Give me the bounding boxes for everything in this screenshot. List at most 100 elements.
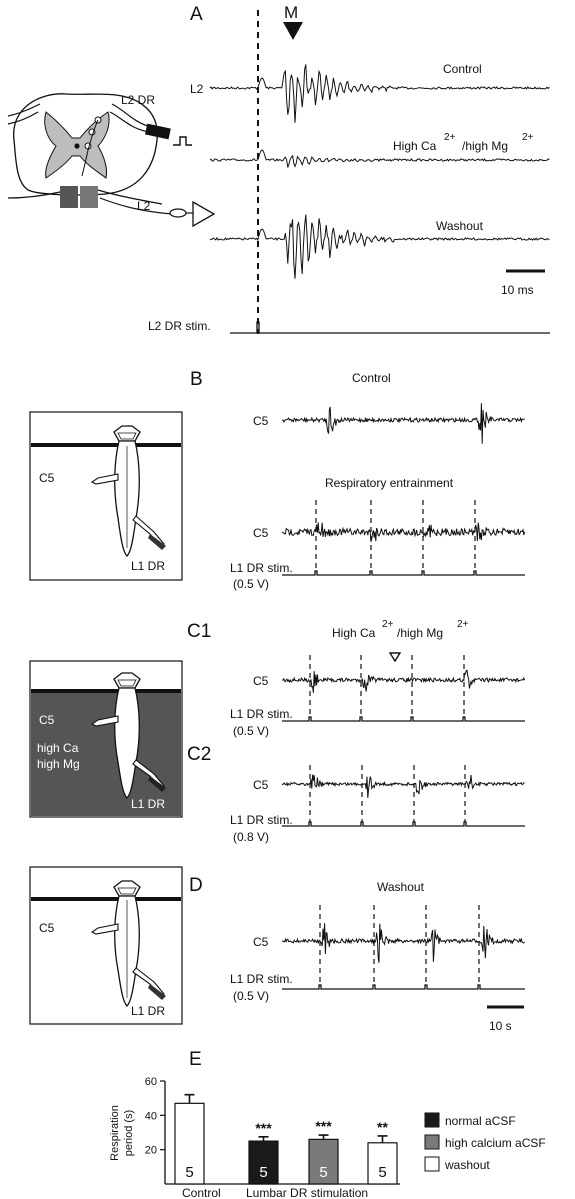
cord-diagram-b: [29, 411, 183, 581]
respiration-period-bar-chart: Respiration period (s) 20 40 60 5 5 *** 5 *** 5…: [109, 1076, 546, 1199]
l2-channel-label: L2: [190, 82, 204, 96]
x-label-control: Control: [182, 1186, 221, 1199]
c1-missed-burst-triangle-icon: [388, 652, 402, 663]
error-bar: [184, 1093, 195, 1104]
b-control-channel-label: C5: [253, 414, 269, 428]
d-stim-dashed-markers: [319, 905, 480, 985]
cord-c-c5-label: C5: [39, 713, 55, 727]
c2-stim-voltage: (0.8 V): [233, 830, 269, 844]
b-stim-voltage: (0.5 V): [233, 577, 269, 591]
c1-channel-label: C5: [253, 674, 269, 688]
significance-marker: ***: [255, 1120, 272, 1136]
c5-c1-trace: [281, 669, 526, 693]
scale-bar-10s-label: 10 s: [489, 1019, 512, 1033]
error-bar: [318, 1134, 329, 1140]
scale-bar-10ms-label: 10 ms: [501, 283, 534, 297]
svg-text:2+: 2+: [444, 132, 456, 143]
l2-root-drawing-label: L2: [137, 199, 151, 213]
cord-b-c5-label: C5: [39, 471, 55, 485]
c1-title: High Ca 2+ /high Mg 2+: [332, 619, 469, 640]
panel-label-c1: C1: [187, 621, 211, 642]
bar-n-label: 5: [259, 1164, 267, 1181]
c1-stim-dashed-markers: [309, 655, 465, 717]
svg-text:/high Mg: /high Mg: [462, 139, 508, 153]
bar-n-label: 5: [378, 1164, 386, 1181]
bar: [367, 1142, 398, 1185]
panel-label-e: E: [189, 1049, 202, 1070]
l2-control-trace: [209, 64, 550, 123]
cord-diagram-d: [29, 866, 183, 1025]
recording-amplifier-icon: [169, 200, 216, 228]
legend-swatch: [424, 1134, 440, 1150]
legend-label: normal aCSF: [445, 1114, 516, 1128]
l2-high-ca-trace: [209, 149, 550, 168]
trace-label-control: Control: [443, 62, 482, 76]
b-entrainment-title: Respiratory entrainment: [325, 476, 454, 490]
panel-label-d: D: [189, 875, 203, 896]
c1-stim-line: [282, 716, 525, 722]
cord-diagram-c-high-ca: [29, 660, 183, 818]
bar-n-label: 5: [185, 1164, 193, 1181]
d-stim-line: [282, 984, 525, 990]
bar: [174, 1102, 205, 1185]
cord-c-l1-label: L1 DR: [131, 797, 165, 811]
b-stim-label: L1 DR stim.: [230, 561, 293, 575]
error-bar: [258, 1135, 269, 1142]
c5-washout-trace: [281, 923, 525, 963]
y-tick-label: 20: [145, 1145, 157, 1157]
c2-stim-line: [282, 821, 525, 827]
y-tick-label: 40: [145, 1110, 157, 1122]
c5-entrainment-trace: [281, 522, 526, 542]
marker-m-label: M: [284, 3, 298, 22]
b-entrain-channel-label: C5: [253, 526, 269, 540]
c2-channel-label: C5: [253, 778, 269, 792]
significance-marker: ***: [315, 1118, 332, 1134]
c1-stim-label: L1 DR stim.: [230, 707, 293, 721]
x-label-group: Lumbar DR stimulation: [246, 1186, 368, 1199]
svg-text:2+: 2+: [382, 619, 394, 630]
chart-legend: normal aCSF high calcium aCSF washout: [424, 1112, 546, 1172]
svg-text:/high Mg: /high Mg: [397, 626, 443, 640]
svg-text:High Ca: High Ca: [332, 626, 376, 640]
b-control-title: Control: [352, 371, 391, 385]
b-stim-line: [282, 570, 525, 576]
trace-label-high-ca-mg: High Ca 2+ /high Mg 2+: [393, 132, 534, 153]
legend-label: high calcium aCSF: [445, 1136, 546, 1150]
cord-c-high-mg-label: high Mg: [37, 757, 80, 771]
panel-label-b: B: [190, 369, 203, 390]
c2-stim-dashed-markers: [309, 765, 466, 822]
c1-stim-voltage: (0.5 V): [233, 724, 269, 738]
panel-label-a: A: [190, 4, 203, 25]
y-tick-label: 60: [145, 1076, 157, 1088]
d-stim-voltage: (0.5 V): [233, 989, 269, 1003]
cord-b-l1-label: L1 DR: [131, 559, 165, 573]
marker-triangle-icon: [283, 22, 303, 40]
svg-text:2+: 2+: [522, 132, 534, 143]
spinal-cord-cross-section: [7, 93, 173, 215]
bar: [308, 1138, 339, 1185]
significance-marker: **: [377, 1119, 388, 1135]
stimulating-electrode-icon: [145, 123, 192, 146]
panel-label-c2: C2: [187, 744, 211, 765]
y-axis-label-line1: Respiration: [109, 1105, 121, 1161]
l2-dr-drawing-label: L2 DR: [121, 93, 155, 107]
cord-d-l1-label: L1 DR: [131, 1004, 165, 1018]
svg-text:2+: 2+: [457, 619, 469, 630]
error-bar: [377, 1135, 388, 1143]
cord-d-c5-label: C5: [39, 921, 55, 935]
y-axis-label-line2: period (s): [123, 1110, 135, 1156]
d-channel-label: C5: [253, 935, 269, 949]
l2-washout-trace: [209, 214, 550, 279]
b-stim-dashed-markers: [315, 500, 476, 571]
svg-text:High Ca: High Ca: [393, 139, 437, 153]
l2-dr-stim-line: [230, 321, 550, 334]
legend-label: washout: [444, 1158, 490, 1172]
c5-c2-trace: [281, 774, 525, 798]
d-washout-title: Washout: [377, 880, 425, 894]
l2-dr-stim-label: L2 DR stim.: [148, 319, 211, 333]
c2-stim-label: L1 DR stim.: [230, 813, 293, 827]
bar-n-label: 5: [319, 1164, 327, 1181]
c5-control-trace: [282, 403, 525, 444]
trace-label-washout: Washout: [436, 219, 484, 233]
